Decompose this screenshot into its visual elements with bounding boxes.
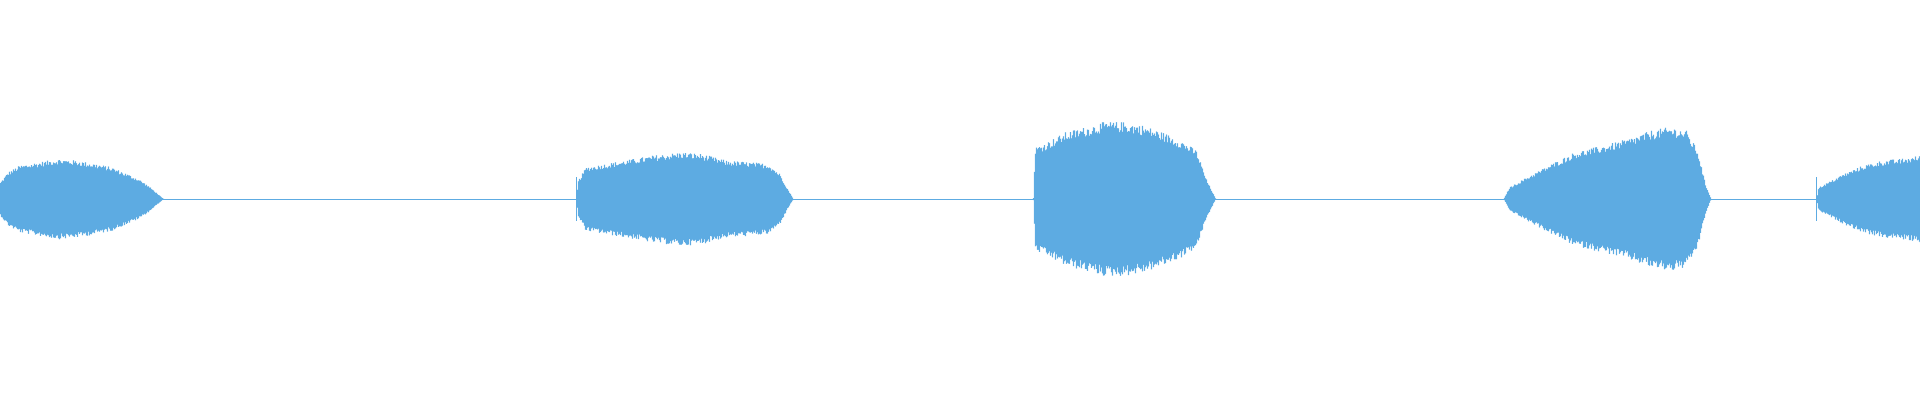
waveform-segment-1 xyxy=(0,160,165,240)
waveform-segment-3 xyxy=(1032,122,1217,276)
waveform-segment-2 xyxy=(576,153,794,246)
waveform-segment-5 xyxy=(1816,156,1920,243)
waveform-segment-4 xyxy=(1503,127,1712,270)
